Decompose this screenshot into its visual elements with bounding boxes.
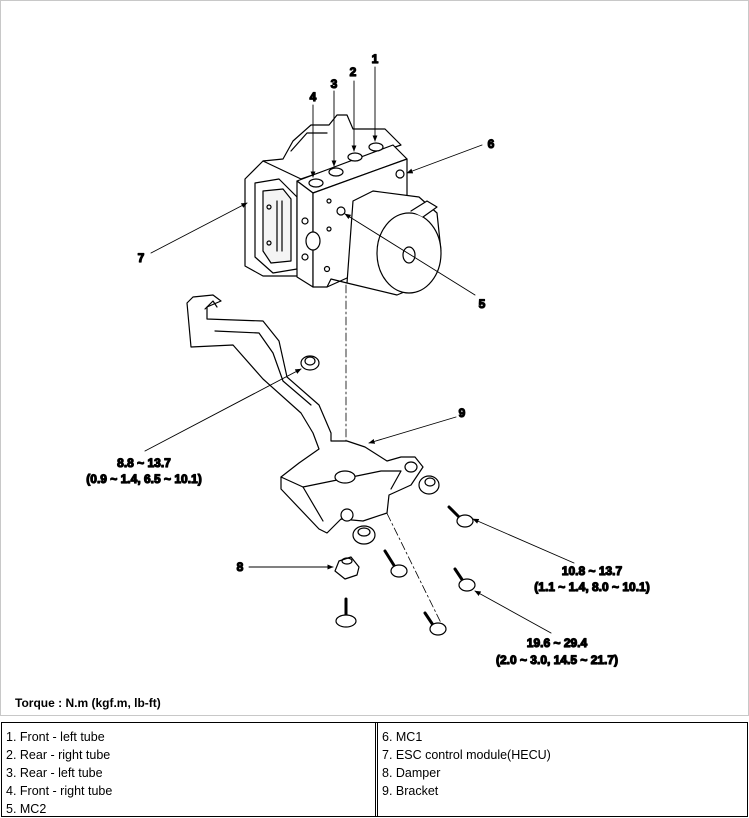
- torque-hecu-bolt-line1: 10.8 ~ 13.7: [562, 564, 623, 578]
- port-3: [328, 167, 344, 177]
- callout-5: 5: [479, 297, 486, 311]
- callout-7: 7: [138, 251, 145, 265]
- legend-item: 1. Front - left tube: [6, 730, 105, 744]
- damper-right: [418, 475, 440, 495]
- damper-8: [334, 556, 360, 580]
- torque-bracket-bolt-line2: (0.9 ~ 1.4, 6.5 ~ 10.1): [86, 472, 201, 486]
- damper-top: [300, 355, 320, 371]
- legend-item: 3. Rear - left tube: [6, 766, 103, 780]
- legend-item: 4. Front - right tube: [6, 784, 113, 798]
- legend-item: 5. MC2: [6, 802, 47, 816]
- legend-item: 8. Damper: [382, 766, 441, 780]
- torque-mount-bolt-line2: (2.0 ~ 3.0, 14.5 ~ 21.7): [496, 653, 618, 667]
- port-1: [368, 142, 384, 152]
- bolt-e: [335, 597, 357, 628]
- bracket: [186, 294, 424, 534]
- torque-mount-bolt-line1: 19.6 ~ 29.4: [527, 636, 588, 650]
- parts-legend-table: 1. Front - left tube 2. Rear - right tub…: [1, 722, 748, 817]
- port-4: [308, 178, 324, 188]
- damper-left: [352, 525, 376, 545]
- abs-esc-exploded-diagram: 1 2 3 4 5 6 7 8 9 8.8 ~ 13.7 (0.9 ~ 1.4,…: [86, 51, 651, 667]
- legend-column-right: 6. MC1 7. ESC control module(HECU) 8. Da…: [375, 723, 747, 816]
- leader-lines: [144, 66, 575, 634]
- torque-bracket-bolt-line1: 8.8 ~ 13.7: [117, 456, 171, 470]
- callout-3: 3: [331, 77, 338, 91]
- legend-item: 2. Rear - right tube: [6, 748, 111, 762]
- callout-8: 8: [237, 560, 244, 574]
- legend-item: 6. MC1: [382, 730, 423, 744]
- callout-4: 4: [310, 90, 317, 104]
- bolt-d: [423, 611, 447, 636]
- port-mc1: [395, 169, 405, 179]
- port-2: [347, 152, 363, 162]
- legend-item: 7. ESC control module(HECU): [382, 748, 551, 762]
- bolt-a: [447, 505, 474, 528]
- diagram-figure: 1 2 3 4 5 6 7 8 9 8.8 ~ 13.7 (0.9 ~ 1.4,…: [0, 0, 749, 716]
- callout-1: 1: [372, 52, 379, 66]
- port-mc2: [336, 206, 346, 216]
- callout-6: 6: [488, 137, 495, 151]
- bolt-line-1: [372, 484, 442, 624]
- bolt-c: [453, 567, 476, 592]
- bolt-b: [383, 549, 408, 578]
- legend-column-left: 1. Front - left tube 2. Rear - right tub…: [2, 723, 375, 816]
- hecu-assembly: [244, 114, 442, 296]
- torque-unit-title: Torque : N.m (kgf.m, lb-ft): [15, 696, 161, 710]
- callout-2: 2: [350, 65, 357, 79]
- torque-hecu-bolt-line2: (1.1 ~ 1.4, 8.0 ~ 10.1): [534, 580, 649, 594]
- legend-item: 9. Bracket: [382, 784, 439, 798]
- callout-9: 9: [459, 406, 466, 420]
